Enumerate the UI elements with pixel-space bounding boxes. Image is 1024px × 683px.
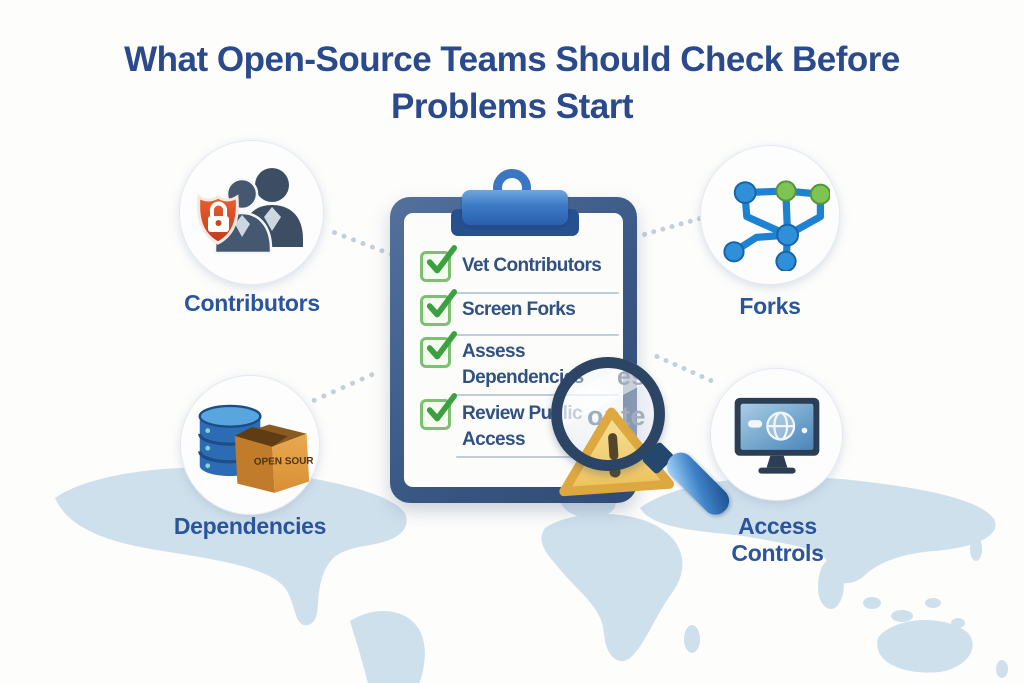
map-new-zealand	[996, 660, 1008, 678]
magnifier-rim	[551, 357, 665, 471]
check-mark-icon	[426, 331, 458, 360]
map-island	[925, 598, 941, 608]
monitor-globe-icon	[734, 397, 819, 474]
checklist-item-1: Vet Contributors	[420, 245, 602, 282]
checklist-item-3: Assess Dependencies	[420, 331, 594, 391]
dependencies-circle: OPEN SOURCE	[180, 375, 320, 515]
forks-circle	[700, 145, 840, 285]
map-south-america	[350, 610, 425, 683]
fork-node-blue	[775, 250, 797, 271]
check-mark-icon	[426, 289, 458, 318]
map-island	[863, 597, 881, 609]
checklist-item-label: Assess Dependencies	[462, 341, 584, 389]
checklist-item-2: Screen Forks	[420, 289, 576, 326]
checkbox-checked-icon	[420, 245, 458, 282]
forks-label: Forks	[739, 293, 801, 319]
dependencies-label: Dependencies	[173, 513, 327, 539]
map-japan	[970, 537, 982, 561]
open-source-box-text: OPEN SOURCE	[254, 455, 313, 467]
contributors-label: Contributors	[184, 290, 320, 316]
open-source-box-icon: OPEN SOURCE	[234, 424, 313, 493]
monitor-stand	[766, 455, 787, 468]
access-controls-circle	[710, 368, 843, 501]
checkbox-checked-icon	[420, 289, 458, 326]
map-australia	[877, 619, 973, 673]
checklist-divider	[456, 292, 619, 294]
security-shield-lock-icon	[196, 193, 239, 245]
globe-icon	[765, 411, 795, 441]
monitor-base	[757, 467, 796, 474]
screen-pill-shape	[747, 419, 762, 428]
check-mark-icon	[426, 393, 458, 422]
contributors-circle	[179, 140, 324, 285]
map-north-america	[55, 467, 407, 626]
fork-node-blue	[723, 241, 745, 263]
fork-node-green	[775, 180, 797, 202]
fork-network-icon	[723, 180, 830, 271]
checklist-divider	[456, 394, 619, 396]
contributors-shield-icon	[196, 167, 303, 254]
fork-node-green	[809, 183, 830, 205]
fork-node-blue	[776, 223, 799, 247]
dotted-connector-dependencies	[310, 371, 376, 404]
map-island	[891, 610, 913, 622]
database-box-icon: OPEN SOURCE	[198, 404, 313, 493]
access-controls-label: Access Controls	[731, 513, 824, 566]
checklist-divider	[456, 334, 619, 336]
checklist-item-label: Vet Contributors	[462, 255, 602, 276]
map-india	[818, 558, 844, 609]
checkbox-checked-icon	[420, 393, 458, 430]
screen-dot	[801, 427, 807, 433]
map-madagascar	[684, 625, 700, 653]
checklist-item-label: Screen Forks	[462, 299, 576, 320]
clipboard-clip	[462, 190, 568, 225]
dotted-connector-contributors	[331, 229, 395, 258]
page-title: What Open-Source Teams Should Check Befo…	[0, 36, 1024, 131]
check-mark-icon	[426, 245, 458, 274]
page-title-line2: Problems Start	[391, 87, 633, 127]
checklist-divider	[456, 456, 619, 458]
map-africa	[541, 514, 683, 662]
checkbox-checked-icon	[420, 331, 458, 368]
page-title-line1: What Open-Source Teams Should Check Befo…	[124, 40, 900, 79]
fork-node-blue	[733, 181, 757, 204]
dotted-connector-forks	[641, 215, 703, 238]
